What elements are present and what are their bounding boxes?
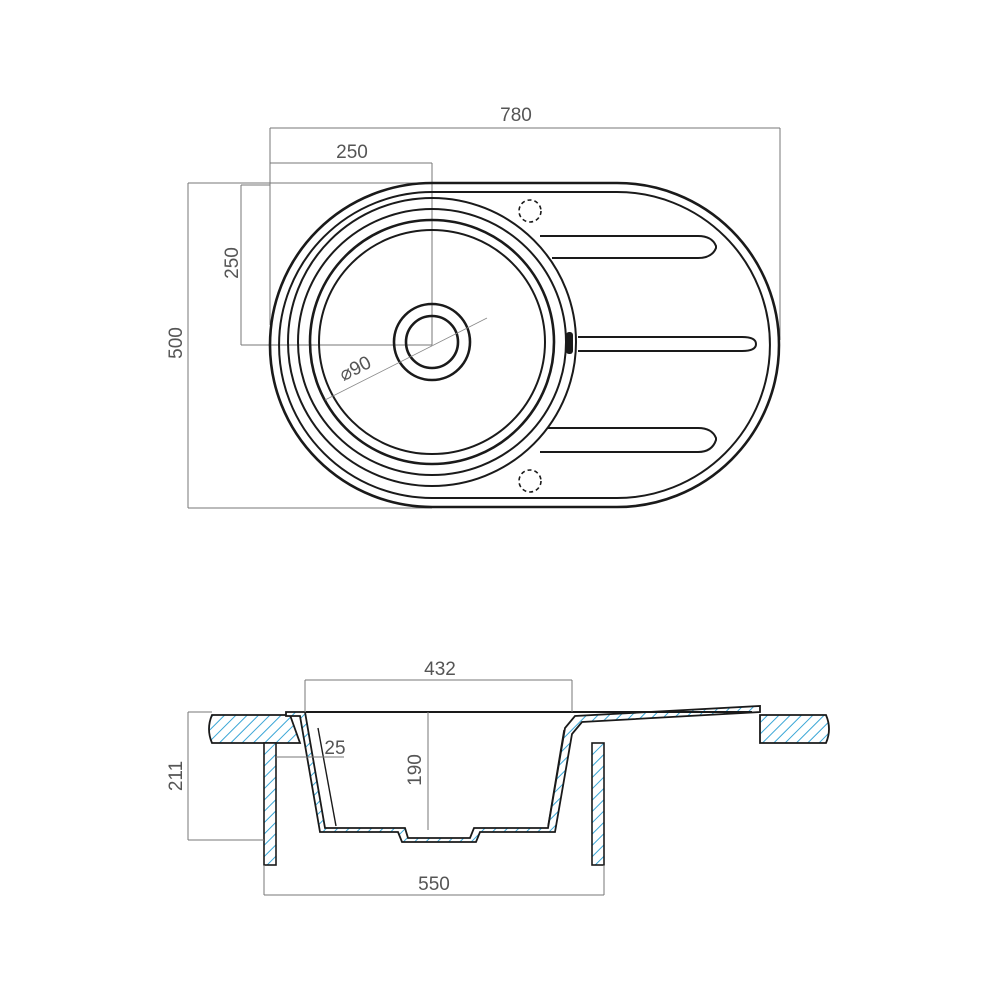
dimension-bowl-width: 432 — [304, 659, 573, 712]
dimension-bowl-offset: 250 — [270, 142, 433, 345]
countertop-left — [208, 714, 302, 744]
section-view: 432 25 190 211 550 — [166, 659, 830, 896]
rim-label: 25 — [324, 738, 345, 759]
drain: ⌀90 — [324, 302, 488, 401]
bowl-offset-label: 250 — [336, 142, 368, 163]
dimension-cabinet: 550 — [263, 865, 605, 896]
overflow — [566, 332, 573, 354]
width-label: 780 — [500, 105, 532, 126]
cabinet-wall-left — [263, 742, 277, 866]
dimension-bowl-vertical: 250 — [222, 184, 432, 346]
cabinet-wall-right — [591, 742, 605, 866]
dimension-width-780: 780 — [269, 105, 781, 340]
top-view: 780 250 250 500 — [166, 105, 781, 509]
bowl-depth-label: 190 — [405, 754, 426, 786]
bowl-width-label: 432 — [424, 659, 456, 680]
dimension-bowl-depth: 190 — [405, 712, 429, 830]
drain-label: ⌀90 — [336, 352, 375, 386]
total-depth-label: 211 — [166, 761, 187, 791]
countertop-right — [759, 714, 830, 744]
dimension-rim: 25 — [276, 738, 346, 759]
sink-section — [285, 705, 761, 843]
dimension-total-depth: 211 — [166, 711, 264, 841]
height-label: 500 — [166, 327, 187, 359]
cabinet-label: 550 — [418, 874, 450, 895]
dimension-height-500: 500 — [166, 182, 432, 509]
sink-outline — [268, 181, 781, 509]
bowl-vertical-label: 250 — [222, 247, 243, 279]
drainboard-grooves — [540, 235, 758, 453]
tap-holes — [518, 199, 542, 493]
